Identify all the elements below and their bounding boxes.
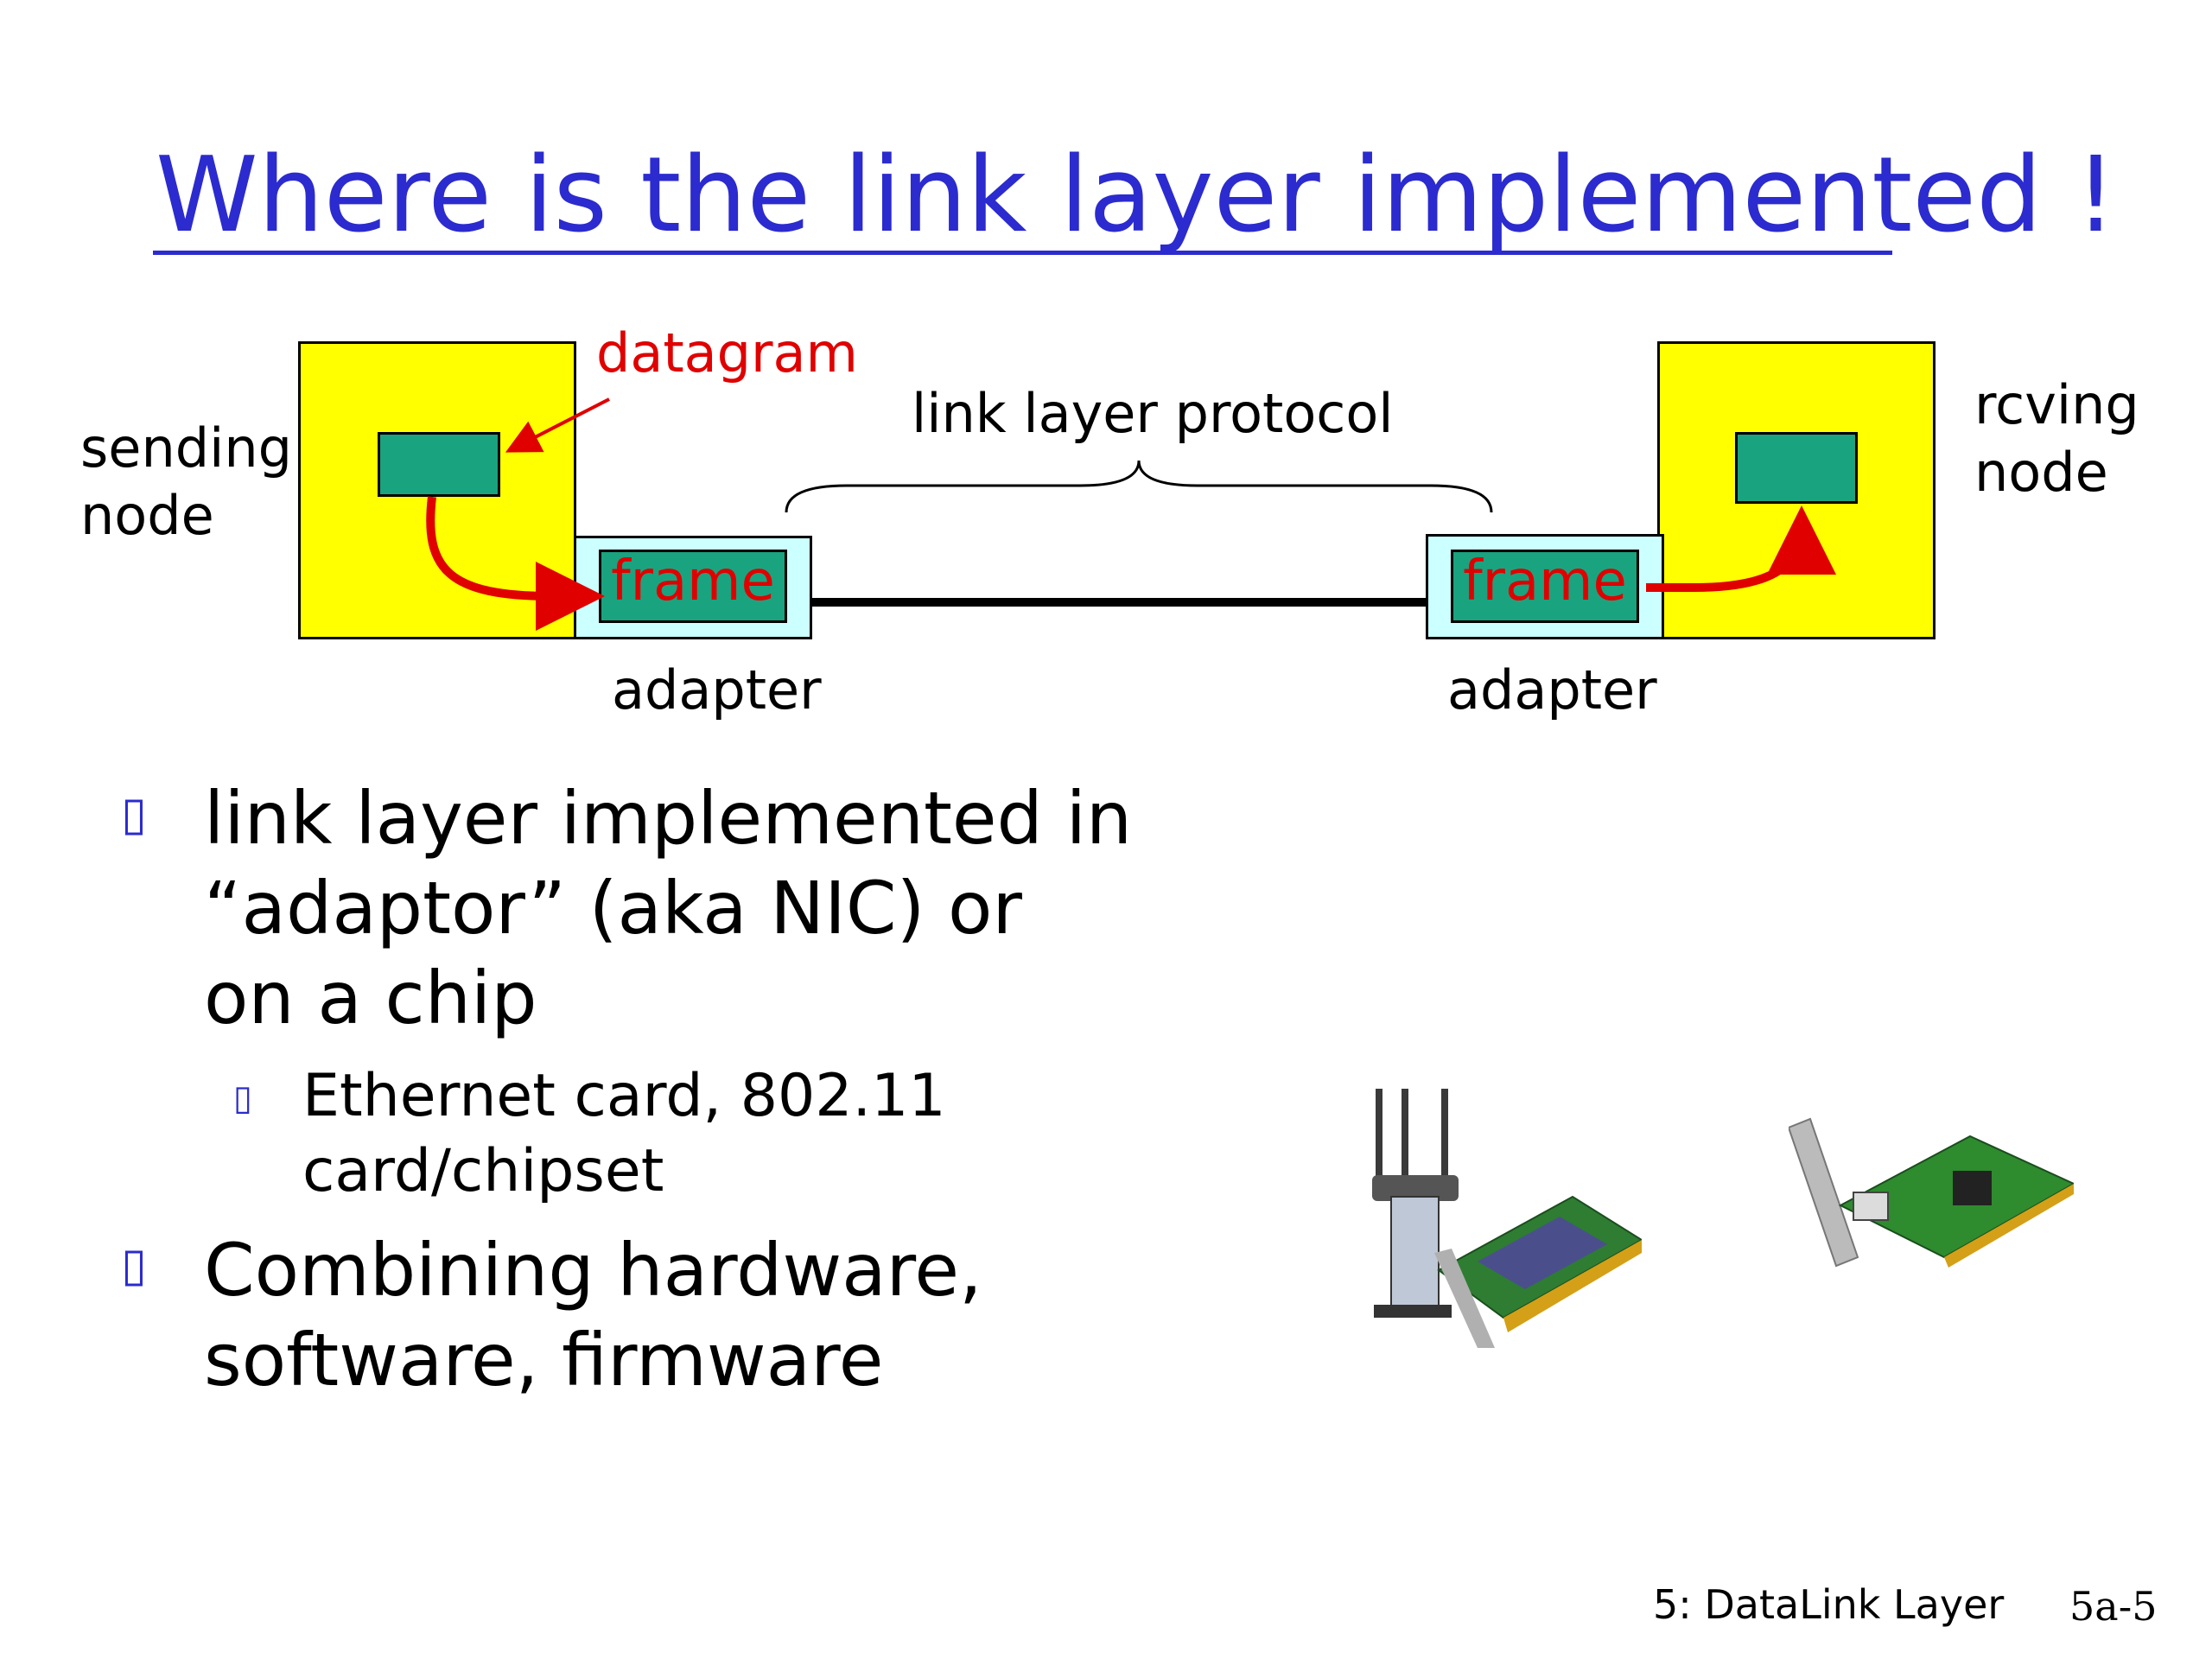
sub-bullet-marker-1: ▯: [233, 1078, 253, 1118]
stand-foot: [1374, 1305, 1452, 1318]
protocol-brace: [785, 460, 1493, 513]
antenna-base: [1372, 1175, 1459, 1201]
bullet-1-line3: on a chip: [204, 956, 537, 1040]
antenna-left: [1376, 1089, 1382, 1184]
sending-node-label: sending node: [80, 415, 292, 549]
receiving-node-label-line1: rcving: [1974, 373, 2139, 436]
protocol-label: link layer protocol: [912, 382, 1394, 445]
ethernet-nic-card-image: [1789, 1117, 2074, 1268]
ethernet-connector: [1944, 1184, 2074, 1268]
bullet-1-line2: “adaptor” (aka NIC) or: [204, 866, 1022, 950]
ethernet-chip: [1953, 1171, 1992, 1205]
receiving-datagram-box: [1735, 432, 1858, 504]
antenna-middle: [1402, 1089, 1408, 1184]
rj45-port: [1853, 1192, 1889, 1221]
bullet-2-line2: software, firmware: [204, 1318, 884, 1402]
footer-chapter: 5: DataLink Layer: [1653, 1581, 2005, 1628]
send-arrow: [426, 496, 605, 631]
sub-bullet-1: Ethernet card, 802.11 card/chipset: [302, 1058, 946, 1209]
receiving-node-label-line2: node: [1974, 440, 2108, 504]
footer-page-number: 5a-5: [2069, 1583, 2158, 1630]
bullet-1: link layer implemented in “adaptor” (aka…: [204, 773, 1132, 1043]
antenna-right: [1441, 1089, 1448, 1184]
antenna-stand: [1390, 1196, 1440, 1314]
sending-node-label-line1: sending: [80, 416, 292, 480]
datagram-label: datagram: [596, 321, 858, 385]
sending-datagram-box: [378, 432, 500, 497]
sub-bullet-1-line2: card/chipset: [302, 1137, 664, 1205]
receiving-frame-box: frame: [1451, 550, 1639, 623]
bullet-marker-1: ▯: [121, 786, 147, 841]
title-underline: [153, 251, 1892, 255]
bullet-1-line1: link layer implemented in: [204, 776, 1133, 861]
adapter-label-left: adapter: [612, 658, 822, 721]
bullet-2: Combining hardware, software, firmware: [204, 1225, 982, 1405]
sending-frame-box: frame: [599, 550, 787, 623]
slide-title: Where is the link layer implemented !: [156, 136, 2117, 256]
wireless-nic-card-image: [1372, 1089, 1642, 1348]
sub-bullet-1-line1: Ethernet card, 802.11: [302, 1062, 946, 1130]
receive-arrow: [1646, 505, 1836, 592]
receiving-node-label: rcving node: [1974, 372, 2139, 505]
datagram-pointer-arrow: [505, 397, 610, 453]
wireless-bracket: [1434, 1249, 1495, 1348]
bullet-marker-2: ▯: [121, 1237, 147, 1292]
wireless-connector: [1503, 1240, 1642, 1332]
wireless-shield: [1478, 1217, 1607, 1289]
sending-node-label-line2: node: [80, 483, 214, 547]
ethernet-bracket: [1789, 1117, 1859, 1268]
adapter-label-right: adapter: [1447, 658, 1657, 721]
bullet-2-line1: Combining hardware,: [204, 1228, 982, 1313]
